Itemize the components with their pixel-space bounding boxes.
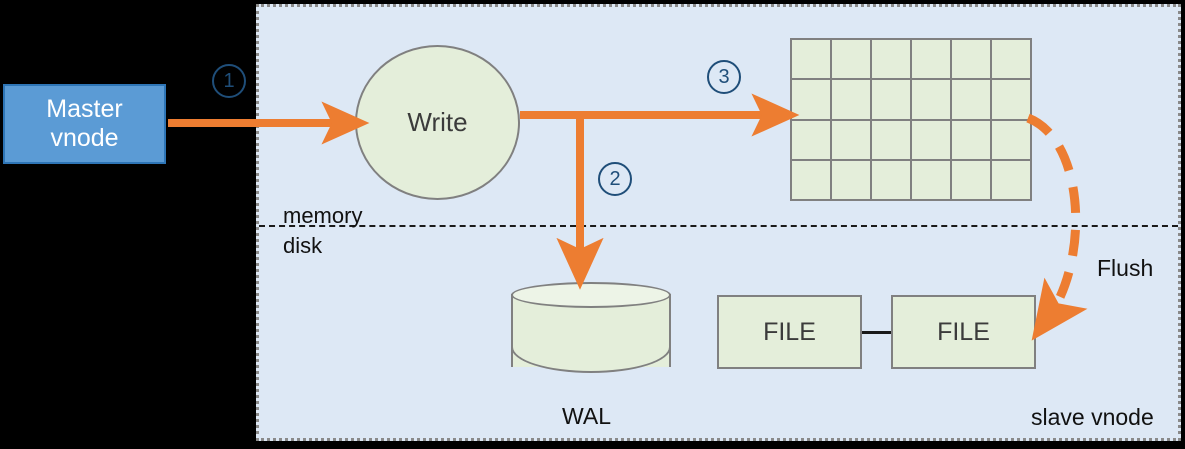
file-box-1[interactable]: FILE bbox=[717, 295, 862, 369]
memtable-cell bbox=[992, 160, 1030, 199]
memtable-cell bbox=[792, 160, 830, 199]
master-vnode-box[interactable]: Master vnode bbox=[3, 84, 166, 164]
memtable-cell bbox=[992, 120, 1030, 159]
step-number-3: 3 bbox=[707, 60, 741, 94]
write-node[interactable]: Write bbox=[355, 45, 520, 200]
memtable-cell bbox=[832, 80, 870, 119]
memtable-cell bbox=[872, 120, 910, 159]
flush-label: Flush bbox=[1097, 255, 1154, 281]
wal-label: WAL bbox=[562, 403, 611, 429]
memtable-cell bbox=[952, 40, 990, 79]
step-number-1: 1 bbox=[212, 64, 246, 98]
memtable-cell bbox=[952, 80, 990, 119]
memtable-cell bbox=[912, 160, 950, 199]
memtable-cell bbox=[832, 160, 870, 199]
file-box-2[interactable]: FILE bbox=[891, 295, 1036, 369]
memtable-cell bbox=[792, 80, 830, 119]
memtable-cell bbox=[792, 120, 830, 159]
memtable-cell bbox=[952, 120, 990, 159]
memtable-cell bbox=[872, 80, 910, 119]
memtable-cell bbox=[992, 80, 1030, 119]
memory-label: memory bbox=[283, 203, 363, 228]
memory-disk-divider bbox=[259, 225, 1178, 227]
file-connector-line bbox=[862, 331, 891, 334]
slave-vnode-label: slave vnode bbox=[1031, 404, 1154, 430]
memtable-cell bbox=[912, 40, 950, 79]
wal-cylinder[interactable] bbox=[511, 282, 671, 379]
memtable-cell bbox=[832, 40, 870, 79]
memtable-cell bbox=[792, 40, 830, 79]
memtable-cell bbox=[952, 160, 990, 199]
memtable-cell bbox=[912, 80, 950, 119]
memtable-cell bbox=[992, 40, 1030, 79]
wal-cylinder-bottom bbox=[511, 343, 671, 373]
memtable-grid[interactable] bbox=[790, 38, 1032, 201]
wal-cylinder-top bbox=[511, 282, 671, 308]
memtable-cell bbox=[832, 120, 870, 159]
memtable-cell bbox=[872, 40, 910, 79]
disk-label: disk bbox=[283, 233, 323, 258]
step-number-2: 2 bbox=[598, 162, 632, 196]
memtable-cell bbox=[872, 160, 910, 199]
memtable-cell bbox=[912, 120, 950, 159]
